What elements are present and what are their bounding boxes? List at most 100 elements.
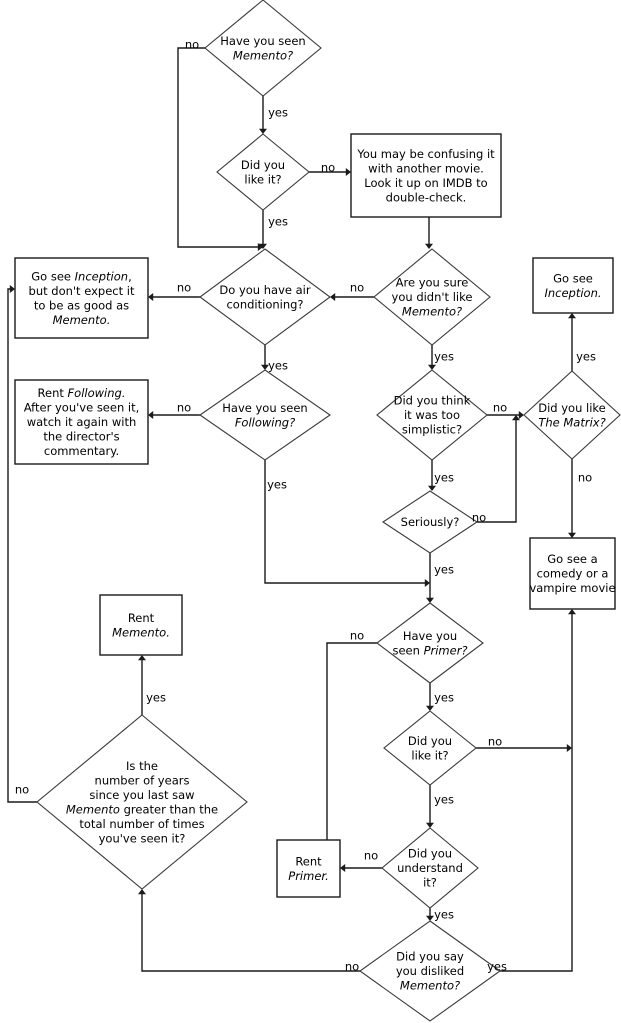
node-text-line: comedy or a — [537, 566, 609, 580]
process-box — [14, 379, 149, 465]
edge-primer-yes — [426, 683, 434, 711]
edge-label-seriously-yes: yes — [434, 563, 454, 577]
edge-label-following-yes: yes — [267, 478, 287, 492]
node-seriously[interactable]: Seriously? — [382, 490, 478, 554]
node-text-line: you disliked — [396, 964, 464, 978]
decision-diamond — [199, 248, 331, 346]
decision-diamond — [383, 710, 477, 786]
node-text-line: the director's — [43, 429, 119, 443]
node-text-line: simplistic? — [402, 422, 462, 436]
node-text-line: like it? — [244, 172, 281, 186]
node-text-line: conditioning? — [226, 297, 303, 311]
node-text-line: watch it again with — [27, 415, 137, 429]
edge-matrix-no — [568, 459, 576, 538]
decision-diamond — [381, 827, 479, 909]
node-text-line: Did you like — [538, 400, 606, 414]
edge-label-understand-yes: yes — [434, 908, 454, 922]
node-text-line: seen Primer? — [392, 643, 467, 657]
node-text-line: Did you — [408, 733, 452, 747]
node-text-line: Memento? — [233, 48, 293, 62]
edge-primer-like-no — [476, 744, 572, 752]
node-text-line: like it? — [411, 748, 448, 762]
edge-label-seriously-no: no — [472, 511, 486, 525]
edge-seriously-yes — [426, 553, 434, 603]
edge-matrix-yes — [568, 313, 576, 371]
edge-label-ac-yes: yes — [268, 359, 288, 373]
edge-likeit-yes — [259, 210, 267, 249]
edge-disliked-yes — [500, 609, 576, 972]
edge-label-disliked-yes: yes — [487, 960, 507, 974]
edge-label-matrix-no: no — [578, 471, 592, 485]
edge-primer-like-yes — [426, 785, 434, 828]
edge-years-no — [7, 285, 37, 803]
node-text-line: Rent Following. — [38, 386, 126, 400]
edge-label-primer-yes: yes — [434, 691, 454, 705]
node-text-line: Inception. — [544, 285, 601, 299]
node-text-line: Did you — [408, 846, 452, 860]
edge-label-simplistic-no: no — [493, 401, 507, 415]
edge-line — [7, 288, 37, 803]
node-text-line: understand — [397, 861, 463, 875]
node-text-line: Do you have air — [219, 282, 310, 296]
node-text-line: Have you — [403, 628, 457, 642]
node-text-line: Did you — [241, 157, 285, 171]
decision-diamond — [373, 248, 491, 346]
edge-label-memento-yes: yes — [268, 106, 288, 120]
node-text-line: Seriously? — [401, 515, 460, 529]
edge-label-sure-yes: yes — [434, 350, 454, 364]
node-text-line: Go see Inception, — [31, 269, 131, 283]
node-rent-following[interactable]: Rent Following.After you've seen it,watc… — [14, 379, 149, 465]
edge-label-primer-no: no — [350, 629, 364, 643]
edge-label-ac-no: no — [177, 281, 191, 295]
edge-label-primer-like-yes: yes — [434, 793, 454, 807]
edge-line — [141, 894, 360, 972]
edge-ac-yes — [261, 345, 269, 370]
edge-line — [326, 642, 377, 845]
node-text-line: Following? — [235, 415, 295, 429]
node-text-line: Memento? — [400, 978, 460, 992]
edge-simplistic-no — [487, 411, 524, 419]
edge-label-simplistic-yes: yes — [434, 471, 454, 485]
node-text-line: After you've seen it, — [24, 400, 140, 414]
edge-ac-no — [148, 293, 200, 301]
edge-memento-yes — [259, 96, 267, 134]
node-text-line: total number of times — [79, 816, 204, 830]
node-text-line: Are you sure — [396, 275, 469, 289]
node-text-line: Memento? — [402, 304, 462, 318]
process-box — [276, 839, 341, 898]
node-text-line: Is the — [126, 758, 158, 772]
process-box — [350, 133, 502, 218]
edge-imdb-down — [425, 217, 433, 249]
node-text-line: but don't expect it — [29, 283, 135, 297]
node-text-line: it was too — [404, 408, 460, 422]
edge-following-no — [148, 411, 200, 419]
node-text-line: Primer. — [288, 868, 328, 882]
decision-diamond — [376, 602, 484, 684]
node-text-line: Rent — [295, 854, 322, 868]
node-text-line: with another movie. — [368, 161, 484, 175]
edge-sure-no — [330, 293, 374, 301]
edge-label-following-no: no — [177, 401, 191, 415]
node-text-line: Did you say — [396, 949, 464, 963]
edge-label-years-no: no — [15, 783, 29, 797]
edge-label-matrix-yes: yes — [576, 350, 596, 364]
edge-understand-yes — [426, 908, 434, 921]
